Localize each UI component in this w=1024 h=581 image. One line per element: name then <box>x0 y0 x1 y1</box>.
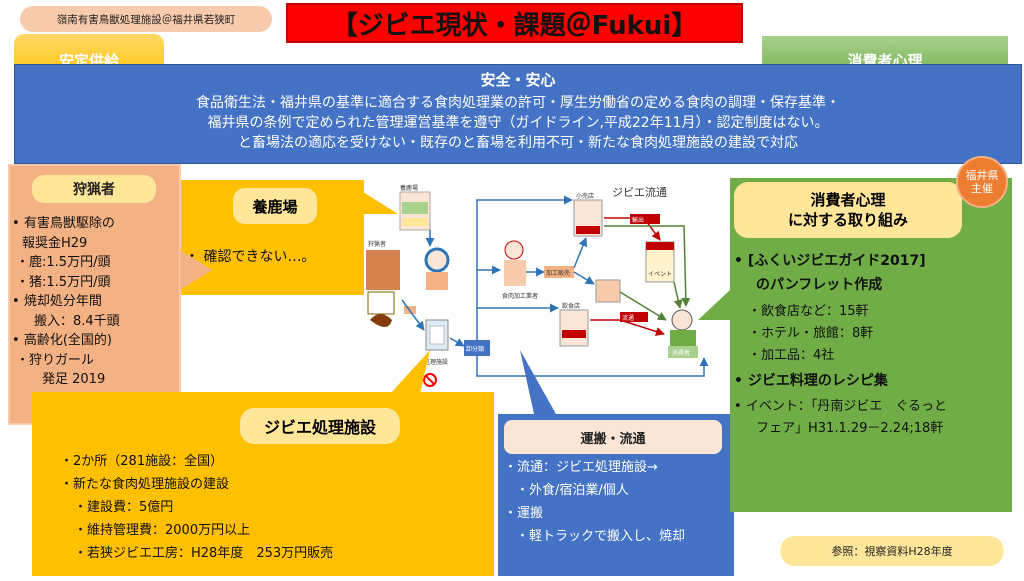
worker-illustration <box>424 247 450 290</box>
consumer-item: フェア」H31.1.29－2.24;18軒 <box>756 421 944 436</box>
hunter-item: 鹿:1.5万円/頭 <box>12 253 182 273</box>
consumer-list: [ふくいジビエガイド2017] のパンフレット作成 飲食店など：15軒 ホテル・… <box>734 250 1010 440</box>
page-title-text: 【ジビエ現状・課題＠Fukui】 <box>331 10 698 41</box>
deer-farm-title-text: 養鹿場 <box>252 197 298 216</box>
transport-panel: 運搬・流通 流通：ジビエ処理施設→ 外食/宿泊業/個人 運搬 軽トラックで搬入し… <box>498 414 734 576</box>
safety-heading: 安全・安心 <box>480 71 556 89</box>
fukui-badge: 福井県主催 <box>956 156 1008 208</box>
consumer-title: 消費者心理 に対する取り組み <box>734 182 962 238</box>
processing-title-text: ジビエ処理施設 <box>263 418 376 437</box>
gibier-flow-diagram: ジビエ流通 養鹿場 狩猟者 処理施設 卸分類 食肉加工業者 加工販売 輸出 流通… <box>364 180 730 392</box>
consumer-item: ホテル・旅館：8軒 <box>734 323 1010 345</box>
transport-item: 流通：ジビエ処理施設→ <box>504 456 730 479</box>
hunter-item: 報奨金H29 <box>22 235 88 251</box>
hunter-item: 発足 2019 <box>42 372 106 387</box>
hunter-list: 有害鳥獣駆除の 報奨金H29 鹿:1.5万円/頭 猪:1.5万円/頭 焼却処分年… <box>12 214 182 390</box>
hunter-item: 高齢化(全国的) <box>12 331 182 351</box>
flow-label-wholesale: 卸分類 <box>466 345 484 353</box>
meat-processor-illustration <box>504 240 526 286</box>
flow-label-hunter: 狩猟者 <box>368 240 386 248</box>
hunter-title: 狩猟者 <box>32 175 156 203</box>
facility-tag: 嶺南有害鳥獣処理施設＠福井県若狭町 <box>20 6 272 32</box>
processing-item: 建設費：5億円 <box>60 496 490 519</box>
flow-label-meat-processor: 食肉加工業者 <box>502 292 538 300</box>
safety-line-3: と畜場法の適応を受けない・既存のと畜場を利用不可・新たな食肉処理施設の建設で対応 <box>238 135 798 151</box>
page-title: 【ジビエ現状・課題＠Fukui】 <box>286 3 743 43</box>
consumer-item: 飲食店など：15軒 <box>734 301 1010 323</box>
consumer-item: 加工品：4社 <box>734 345 1010 367</box>
deer-farm-title: 養鹿場 <box>233 188 317 224</box>
processing-list: 2か所（281施設：全国） 新たな食肉処理施設の建設 建設費：5億円 維持管理費… <box>60 450 490 565</box>
reference-tag: 参照：視察資料H28年度 <box>780 536 1004 566</box>
consumer-item: [ふくいジビエガイド2017] <box>734 250 1010 273</box>
flow-label-retail: 小売店 <box>576 192 594 200</box>
deer-farm-illustration <box>399 191 431 231</box>
transport-item: 外食/宿泊業/個人 <box>504 479 730 502</box>
flow-label-dist: 流通 <box>622 314 634 322</box>
consumer-title-line-1: 消費者心理 <box>810 191 886 209</box>
consumer-panel: 消費者心理 に対する取り組み 福井県主催 [ふくいジビエガイド2017] のパン… <box>730 156 1012 512</box>
consumer-illustration <box>668 309 698 358</box>
hunter-item: 猪:1.5万円/頭 <box>12 273 182 293</box>
shop-illustrations <box>559 199 675 347</box>
flow-label-process-sales: 加工販売 <box>546 269 570 277</box>
flow-svg: ジビエ流通 養鹿場 狩猟者 処理施設 卸分類 食肉加工業者 加工販売 輸出 流通… <box>366 184 709 387</box>
consumer-item: ジビエ料理のレシピ集 <box>734 369 1010 393</box>
transport-title: 運搬・流通 <box>504 420 722 454</box>
processing-item: 新たな食肉処理施設の建設 <box>60 473 490 496</box>
transport-title-text: 運搬・流通 <box>580 431 646 447</box>
transport-item: 軽トラックで搬入し、焼却 <box>504 525 730 548</box>
hunter-item: 有害鳥獣駆除の <box>12 214 182 234</box>
reference-text: 参照：視察資料H28年度 <box>831 545 953 558</box>
hunter-item: 焼却処分年間 <box>12 292 182 312</box>
hunter-item: 搬入：8.4千頭 <box>34 313 120 329</box>
hunter-title-text: 狩猟者 <box>73 182 115 198</box>
processing-title: ジビエ処理施設 <box>240 408 400 444</box>
consumer-title-line-2: に対する取り組み <box>787 211 908 229</box>
flow-title: ジビエ流通 <box>612 185 667 199</box>
safety-line-1: 食品衛生法・福井県の基準に適合する食肉処理業の許可・厚生労働省の定める食肉の調理… <box>196 95 840 111</box>
consumer-item: のパンフレット作成 <box>756 277 883 293</box>
facility-tag-text: 嶺南有害鳥獣処理施設＠福井県若狭町 <box>56 13 236 26</box>
flow-label-deer-farm: 養鹿場 <box>400 184 418 192</box>
transport-item: 運搬 <box>504 502 730 525</box>
flow-label-export: 輸出 <box>632 216 644 224</box>
processing-item: 維持管理費：2000万円以上 <box>60 519 490 542</box>
flow-label-restaurant: 飲食店 <box>562 302 580 310</box>
flow-label-consumer: 消費者 <box>672 349 690 357</box>
consumer-item: イベント：「丹南ジビエ ぐるっと <box>734 396 1010 418</box>
safety-banner: 安全・安心 食品衛生法・福井県の基準に適合する食肉処理業の許可・厚生労働省の定め… <box>14 64 1022 164</box>
processing-plant-illustration <box>425 319 449 351</box>
transport-list: 流通：ジビエ処理施設→ 外食/宿泊業/個人 運搬 軽トラックで搬入し、焼却 <box>504 456 730 548</box>
hunter-panel: 狩猟者 有害鳥獣駆除の 報奨金H29 鹿:1.5万円/頭 猪:1.5万円/頭 焼… <box>8 164 181 425</box>
hunter-illustration <box>366 250 400 327</box>
processing-item: 若狭ジビエ工房：H28年度 253万円販売 <box>60 542 490 565</box>
processing-item: 2か所（281施設：全国） <box>60 450 490 473</box>
fukui-badge-text: 福井県主催 <box>965 169 999 195</box>
processing-panel: ジビエ処理施設 2か所（281施設：全国） 新たな食肉処理施設の建設 建設費：5… <box>32 392 494 576</box>
deer-farm-item: 確認できない…。 <box>185 246 315 266</box>
hunter-item: 狩りガール <box>12 351 182 371</box>
flow-label-processing: 処理施設 <box>424 358 448 366</box>
deer-farm-panel: 養鹿場 確認できない…。 <box>181 180 364 295</box>
flow-label-event: イベント <box>648 271 672 278</box>
safety-line-2: 福井県の条例で定められた管理運営基準を遵守（ガイドライン,平成22年11月）・認… <box>207 115 829 131</box>
